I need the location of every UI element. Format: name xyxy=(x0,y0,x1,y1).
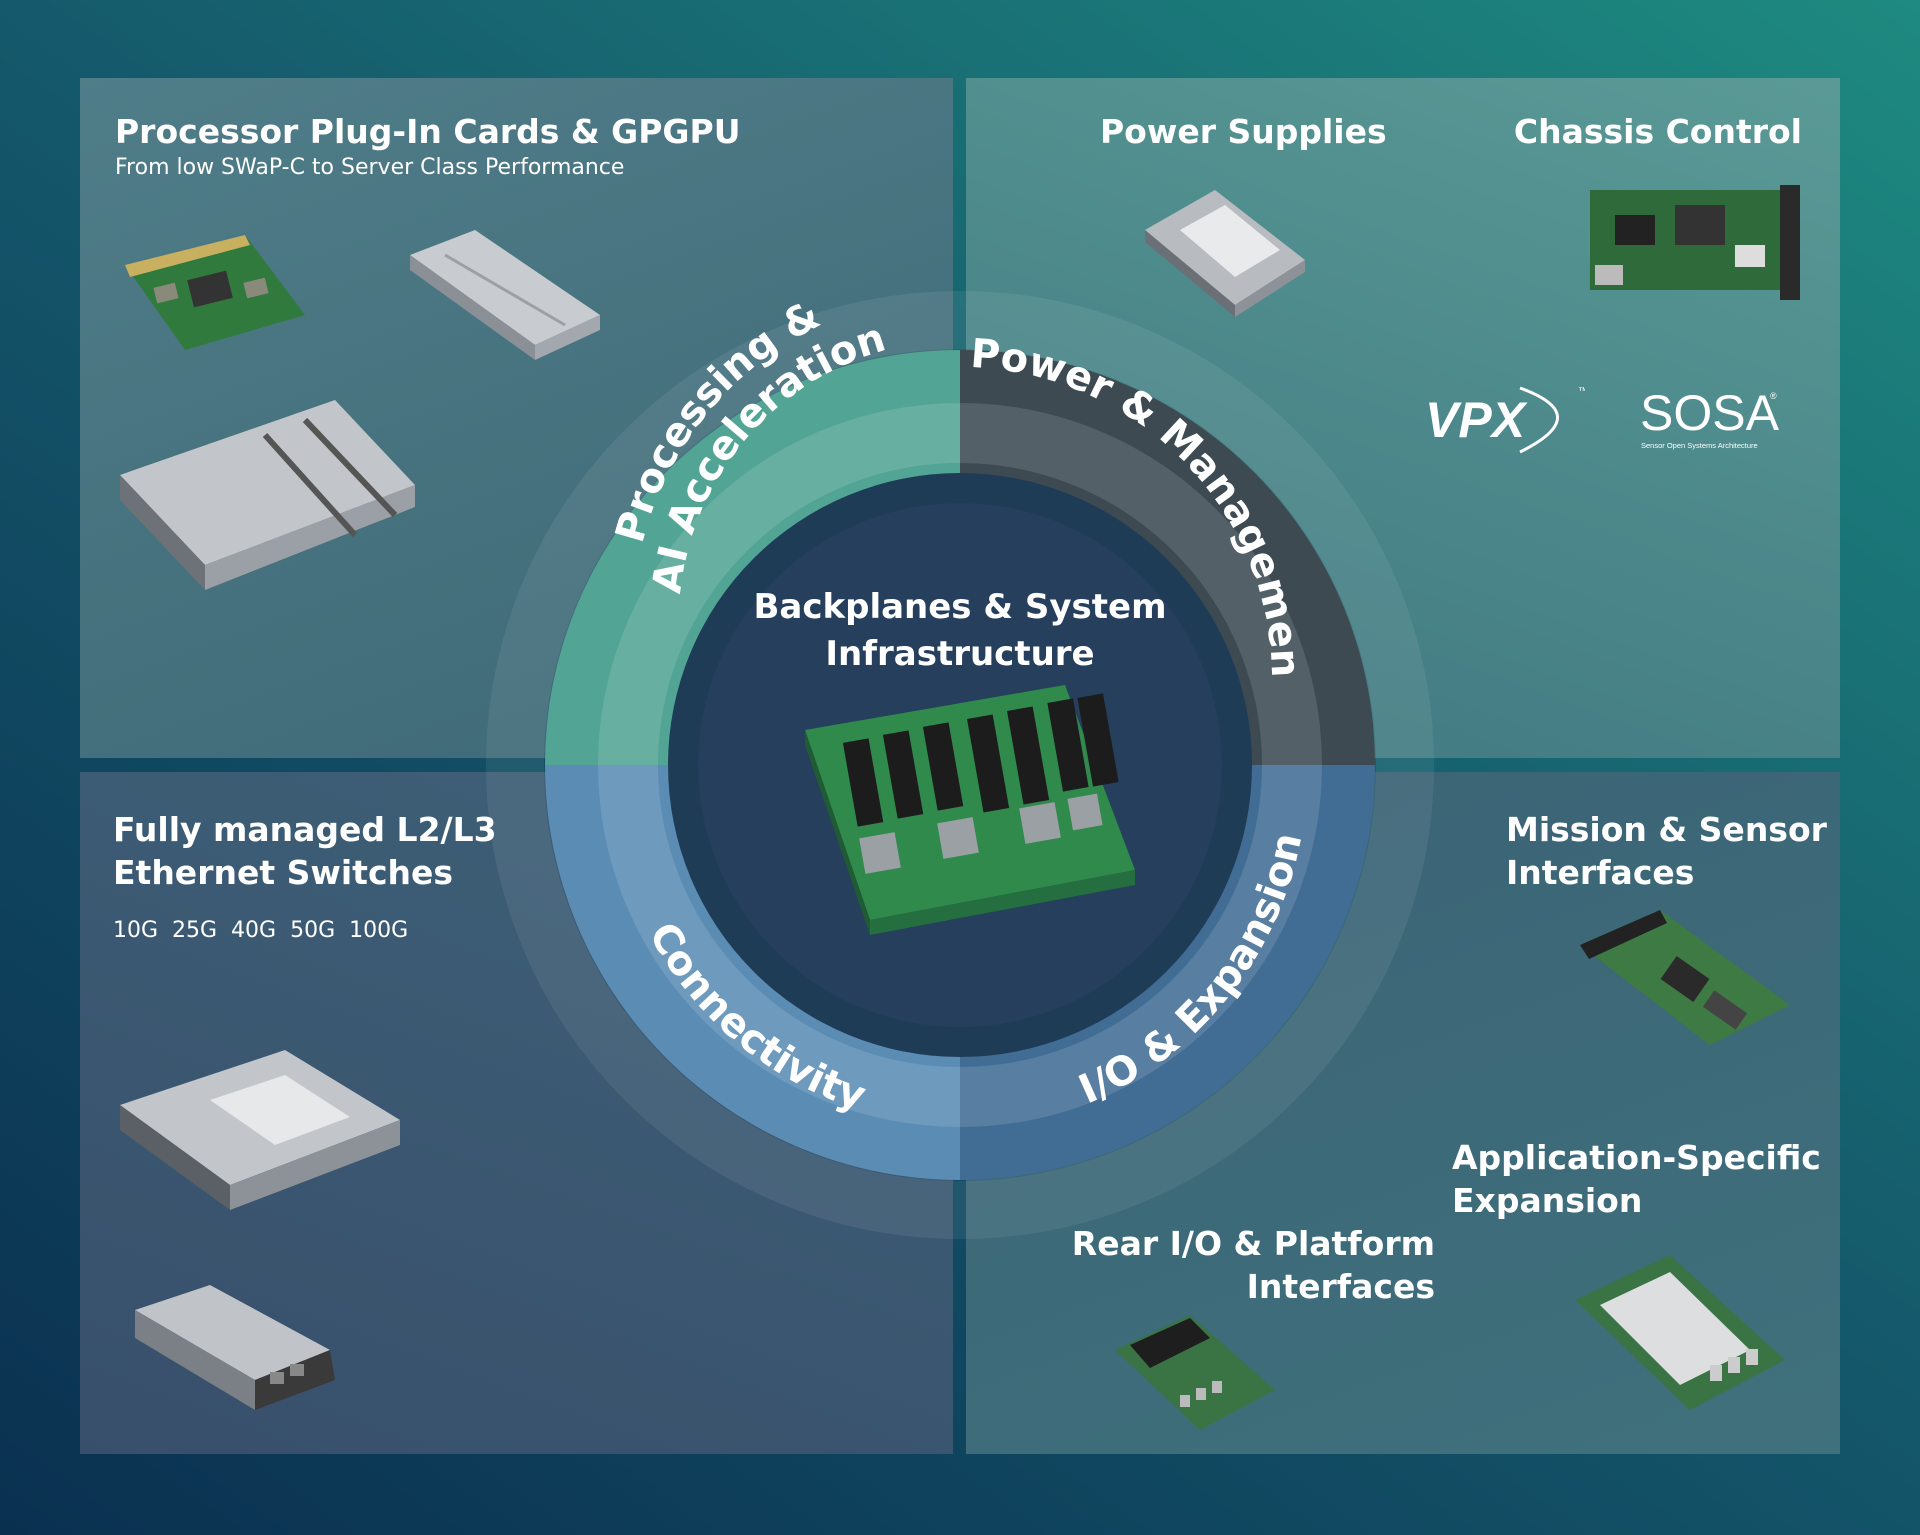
application-specific-label-line1: Application-Specific xyxy=(1452,1138,1821,1177)
processor-cards-title: Processor Plug-In Cards & GPGPU xyxy=(115,112,741,151)
backplane-board-image xyxy=(805,685,1135,935)
processing-ring-segment xyxy=(545,350,960,765)
power-supplies-label: Power Supplies xyxy=(1100,112,1387,151)
chassis-control-label: Chassis Control xyxy=(1513,112,1802,151)
ethernet-switches-title-line1: Fully managed L2/L3 xyxy=(113,810,497,849)
io-ring-segment xyxy=(960,765,1375,1180)
mission-sensor-label-line2: Interfaces xyxy=(1506,853,1695,892)
mission-sensor-card-image xyxy=(1580,910,1790,1045)
center-title-line2: Infrastructure xyxy=(825,634,1094,674)
sosa-logo-text: SOSA xyxy=(1640,385,1780,441)
application-specific-label-line2: Expansion xyxy=(1452,1181,1643,1220)
sosa-logo: SOSA ® Sensor Open Systems Architecture xyxy=(1640,385,1780,450)
chassis-control-card-image xyxy=(1590,185,1800,300)
power-ring-segment xyxy=(960,350,1375,765)
processor-card-image xyxy=(125,235,305,350)
vpx-trademark: ™ xyxy=(1578,386,1585,397)
application-expansion-card-image xyxy=(1575,1255,1785,1410)
server-class-card-image xyxy=(120,400,415,590)
rear-io-card-image xyxy=(1115,1315,1275,1430)
ethernet-speeds: 10G 25G 40G 50G 100G xyxy=(113,918,409,943)
processor-cards-subtitle: From low SWaP-C to Server Class Performa… xyxy=(115,155,625,180)
vpx-logo-text: VPX xyxy=(1425,392,1528,448)
sosa-tagline: Sensor Open Systems Architecture xyxy=(1641,441,1758,450)
mission-sensor-label-line1: Mission & Sensor xyxy=(1506,810,1827,849)
center-title-line1: Backplanes & System xyxy=(753,587,1166,627)
rear-io-label-line2: Interfaces xyxy=(1246,1267,1435,1306)
rear-io-label-line1: Rear I/O & Platform xyxy=(1071,1224,1435,1263)
ethernet-switch-card-image xyxy=(120,1050,400,1210)
power-supply-image xyxy=(1145,190,1305,317)
network-io-card-image xyxy=(135,1285,335,1410)
connectivity-ring-segment xyxy=(545,765,960,1180)
conduction-cooled-card-image xyxy=(410,230,600,360)
ethernet-switches-title-line2: Ethernet Switches xyxy=(113,853,454,892)
sosa-registered-mark: ® xyxy=(1770,391,1777,401)
vpx-logo: VPX ™ xyxy=(1425,386,1585,454)
